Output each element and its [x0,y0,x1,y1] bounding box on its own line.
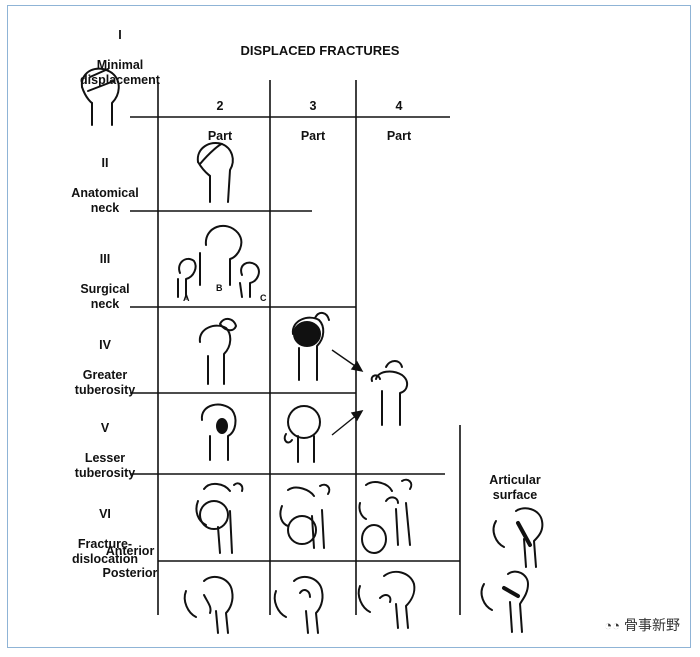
row-text: Fracture- dislocation [72,537,138,566]
humerus-sketch-articular-posterior [480,570,529,633]
row-number: V [100,421,110,435]
row-label-greater-tuberosity: IV Greater tuberosity [55,323,155,413]
humerus-sketch-dislocation-anterior-3part [279,483,331,549]
column-number: 2 [216,99,224,113]
figure-frame [7,5,691,648]
row-text: Greater tuberosity [74,368,136,397]
humerus-sketch-surgical-neck [177,224,260,298]
letter-b: B [216,283,223,293]
row-label-anatomical-neck: II Anatomical neck [55,141,155,231]
watermark: ◔◔ 骨事新野 [604,615,680,635]
row-number: III [99,252,111,266]
letter-a: A [183,293,190,303]
sublabel-anterior: Anterior [105,544,155,558]
column-number: 3 [309,99,317,113]
row-label-surgical-neck: III Surgical neck [55,237,155,327]
humerus-sketch-lesser-2part [200,403,237,461]
humerus-sketch-posterior-4part [357,570,416,629]
column-header-4part: 4 Part [369,84,429,159]
column-word: Part [207,129,233,143]
humerus-sketch-anatomical-neck [196,142,234,203]
row-text: Minimal displacement [80,58,160,87]
wechat-icon: ◔◔ [604,617,620,633]
row-number: VI [99,507,111,521]
row-number: II [101,156,109,170]
humerus-sketch-greater-2part [198,318,237,385]
humerus-sketch-dislocation-anterior-2part [195,482,244,554]
page-title: DISPLACED FRACTURES [240,43,400,58]
column-word: Part [300,129,326,143]
column-header-2part: 2 Part [190,84,250,159]
sublabel-posterior: Posterior [102,566,158,580]
letter-c: C [260,293,267,303]
humerus-sketch-dislocation-anterior-4part [358,478,413,554]
column-word: Part [386,129,412,143]
humerus-sketch-minimal [80,67,120,126]
row-number: I [118,28,122,42]
row-label-lesser-tuberosity: V Lesser tuberosity [55,406,155,496]
humerus-sketch-posterior-2part [183,575,234,634]
articular-surface-label: Articular surface [489,473,541,502]
row-text: Anatomical neck [71,186,139,215]
humerus-sketch-lesser-3part [283,405,321,463]
row-label-minimal: I Minimal displacement [70,13,170,103]
row-text: Surgical neck [80,282,130,311]
humerus-sketch-4part [370,360,408,426]
humerus-sketch-greater-3part [291,312,330,381]
humerus-sketch-articular-anterior [492,507,544,568]
row-number: IV [99,338,111,352]
row-label-fracture-dislocation: VI Fracture- dislocation [55,492,155,582]
column-header-3part: 3 Part [283,84,343,159]
row-text: Lesser tuberosity [74,451,136,480]
watermark-text: 骨事新野 [624,617,680,633]
column-number: 4 [395,99,403,113]
humerus-sketch-posterior-3part [273,575,324,634]
